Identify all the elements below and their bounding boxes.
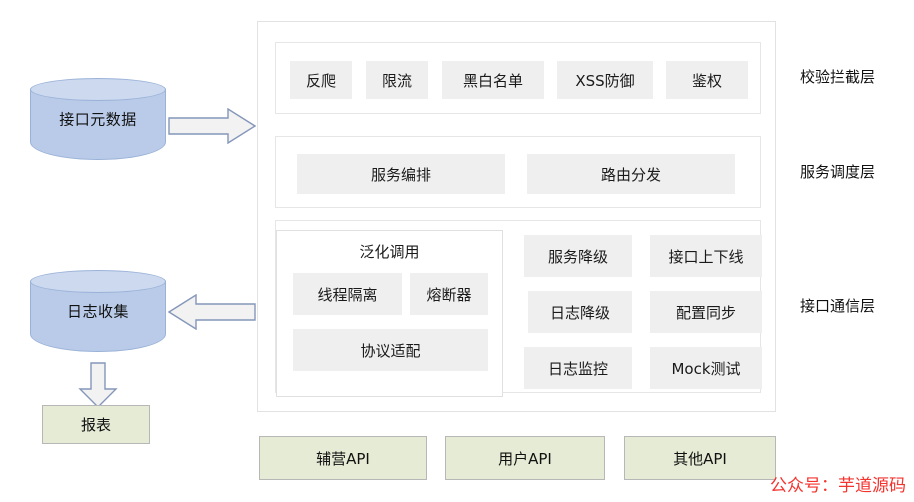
chip-circuit-breaker[interactable]: 熔断器 bbox=[410, 273, 488, 315]
chip-log-monitoring[interactable]: 日志监控 bbox=[524, 347, 632, 389]
chip-service-degradation[interactable]: 服务降级 bbox=[524, 235, 632, 277]
chip-log-degradation[interactable]: 日志降级 bbox=[528, 291, 632, 333]
layer-caption-interface-communication: 接口通信层 bbox=[800, 297, 876, 315]
subbox-generic-call: 泛化调用 线程隔离 熔断器 协议适配 bbox=[276, 230, 503, 397]
panel-interface-communication-layer: 泛化调用 线程隔离 熔断器 协议适配 服务降级 日志降级 日志监控 接口上下线 … bbox=[275, 220, 762, 397]
api-box-other[interactable]: 其他API bbox=[624, 436, 776, 480]
cylinder-top-ellipse bbox=[30, 270, 166, 293]
log-to-report-arrow bbox=[78, 362, 118, 408]
chip-interface-online-offline[interactable]: 接口上下线 bbox=[650, 235, 762, 277]
api-box-label: 用户API bbox=[498, 449, 552, 468]
chip-route-distribution[interactable]: 路由分发 bbox=[527, 154, 735, 194]
chip-protocol-adaptation[interactable]: 协议适配 bbox=[293, 329, 488, 371]
chip-anti-crawler[interactable]: 反爬 bbox=[290, 61, 352, 99]
layer-caption-service-scheduling: 服务调度层 bbox=[800, 163, 876, 181]
panel-validation-interception-layer: 反爬 限流 黑白名单 XSS防御 鉴权 bbox=[275, 42, 761, 114]
metadata-to-gateway-arrow bbox=[168, 108, 256, 144]
chip-config-sync[interactable]: 配置同步 bbox=[650, 291, 762, 333]
api-box-auxiliary[interactable]: 辅营API bbox=[259, 436, 427, 480]
chip-blacklist-whitelist[interactable]: 黑白名单 bbox=[442, 61, 544, 99]
api-box-user[interactable]: 用户API bbox=[445, 436, 605, 480]
panel-service-scheduling-layer: 服务编排 路由分发 bbox=[275, 136, 761, 208]
chip-rate-limit[interactable]: 限流 bbox=[366, 61, 428, 99]
chip-service-orchestration[interactable]: 服务编排 bbox=[297, 154, 505, 194]
cylinder-top-ellipse bbox=[30, 78, 166, 101]
chip-authentication[interactable]: 鉴权 bbox=[666, 61, 748, 99]
report-box[interactable]: 报表 bbox=[42, 405, 150, 444]
datastore-log-collection: 日志收集 bbox=[30, 270, 166, 352]
datastore-interface-metadata: 接口元数据 bbox=[30, 78, 166, 160]
api-box-label: 其他API bbox=[673, 449, 727, 468]
report-box-label: 报表 bbox=[80, 416, 111, 434]
gateway-to-log-arrow bbox=[168, 294, 256, 330]
datastore-label: 日志收集 bbox=[66, 302, 129, 321]
gateway-container: 反爬 限流 黑白名单 XSS防御 鉴权 服务编排 路由分发 泛化调用 线程隔离 … bbox=[257, 21, 776, 412]
chip-mock-test[interactable]: Mock测试 bbox=[650, 347, 762, 389]
datastore-label: 接口元数据 bbox=[59, 110, 137, 129]
chip-thread-isolation[interactable]: 线程隔离 bbox=[293, 273, 402, 315]
watermark-text: 公众号：芋道源码 bbox=[770, 476, 906, 496]
subbox-generic-call-title: 泛化调用 bbox=[359, 243, 420, 261]
api-box-label: 辅营API bbox=[316, 449, 370, 468]
layer-caption-validation-interception: 校验拦截层 bbox=[800, 68, 876, 86]
chip-xss-defense[interactable]: XSS防御 bbox=[557, 61, 653, 99]
